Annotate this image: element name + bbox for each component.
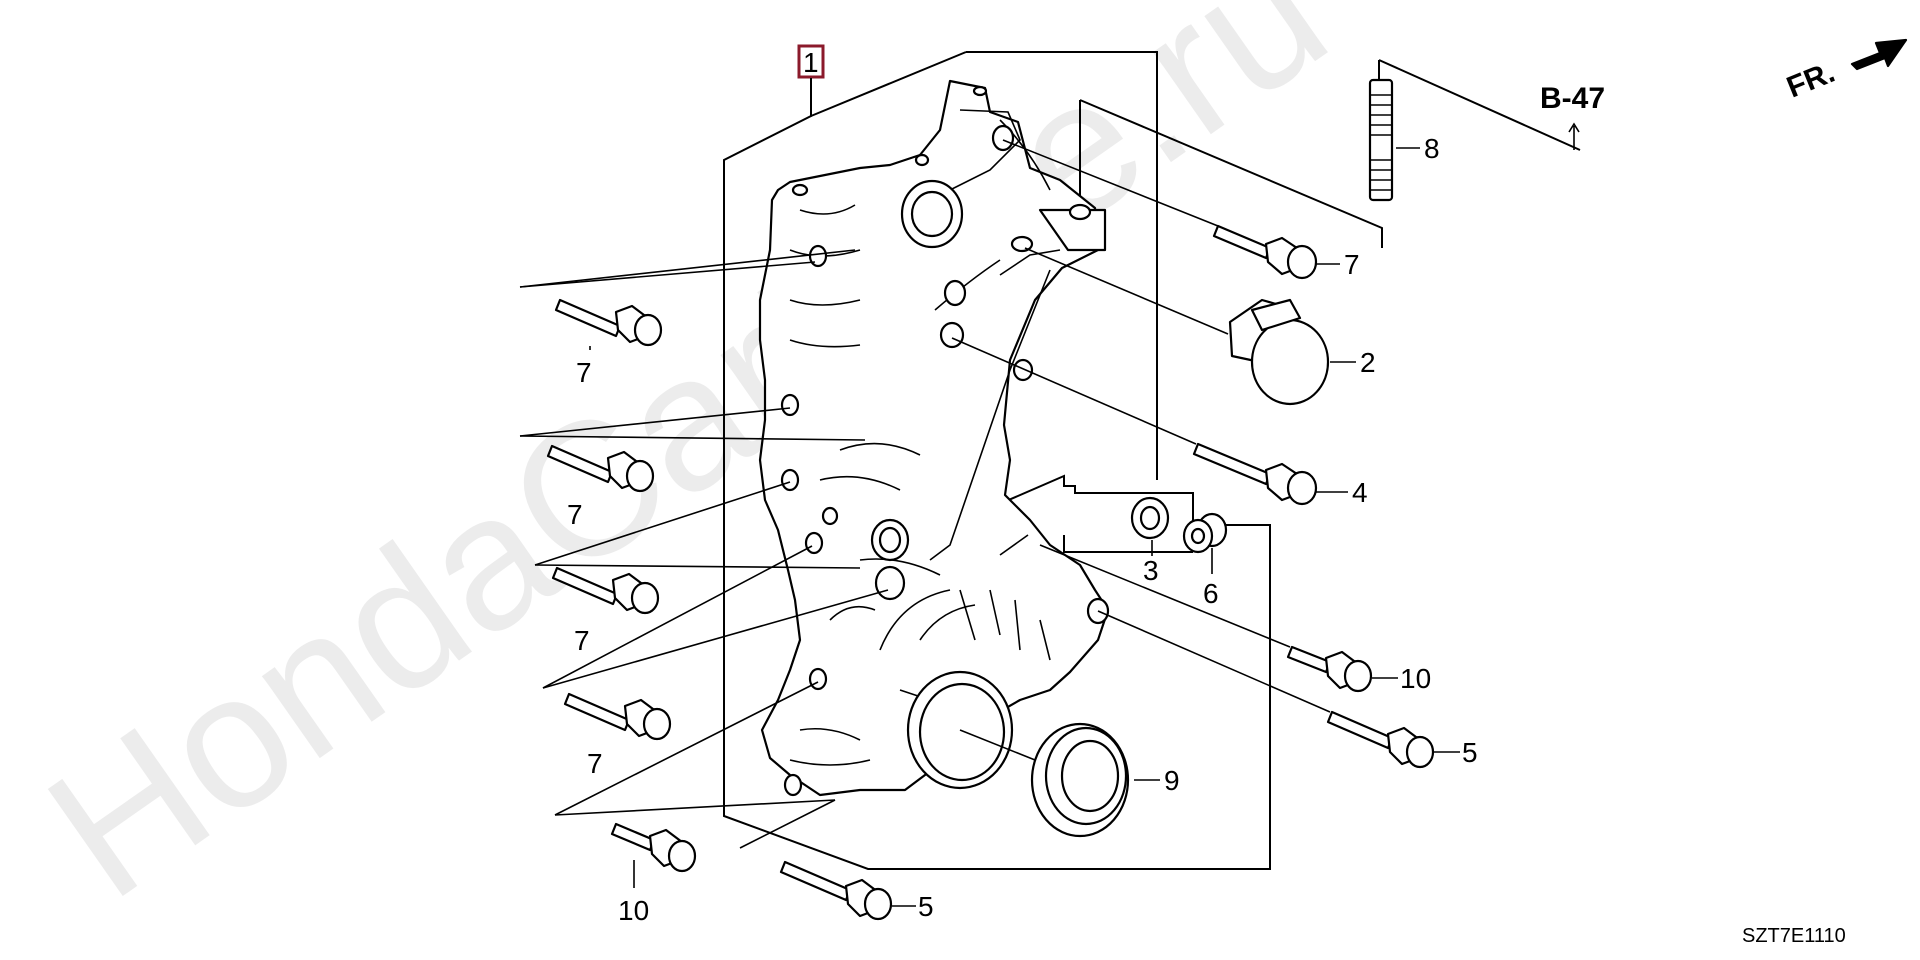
flange-bolt-5-bottom[interactable]: 5 xyxy=(779,860,934,922)
oil-seal-part-9[interactable]: 9 xyxy=(1030,722,1180,838)
reference-arrow-icon xyxy=(1568,122,1580,150)
callout-7-left-4[interactable]: 7 xyxy=(587,748,603,779)
callout-7-left-2[interactable]: 7 xyxy=(567,499,583,530)
washer-part-3[interactable]: 3 xyxy=(1130,496,1170,586)
flange-bolt-5-right[interactable]: 5 xyxy=(1326,710,1478,769)
callout-9[interactable]: 9 xyxy=(1164,765,1180,796)
plug-part-6[interactable]: 6 xyxy=(1182,512,1228,609)
callout-7-left-1[interactable]: 7 xyxy=(576,357,592,388)
main-part-number: 1 xyxy=(803,47,819,78)
callout-5-bottom[interactable]: 5 xyxy=(918,891,934,922)
front-arrow-icon xyxy=(1850,38,1908,71)
cap-part-2[interactable]: 2 xyxy=(1228,298,1376,406)
callout-10-bottom[interactable]: 10 xyxy=(618,895,649,926)
front-direction-indicator: FR. xyxy=(1782,38,1908,105)
leader-lines xyxy=(519,139,1331,849)
chain-case-cover[interactable] xyxy=(758,79,1110,797)
watermark: HondaCarMine.ru xyxy=(12,0,1362,939)
callout-3[interactable]: 3 xyxy=(1143,555,1159,586)
flange-bolt-7-upper-right[interactable]: 7 xyxy=(1212,224,1360,280)
flange-bolt-4[interactable]: 4 xyxy=(1192,442,1368,508)
front-label: FR. xyxy=(1782,56,1839,105)
flange-bolt-7-left-4[interactable]: 7 xyxy=(563,692,672,779)
callout-7-upper-right[interactable]: 7 xyxy=(1344,249,1360,280)
callout-8[interactable]: 8 xyxy=(1424,133,1440,164)
flange-bolt-10-right[interactable]: 10 xyxy=(1286,645,1431,694)
flange-bolt-7-left-2[interactable]: 7 xyxy=(546,444,655,530)
flange-bolt-10-bottom[interactable]: 10 xyxy=(610,822,697,926)
flange-bolt-7-left-3[interactable]: 7 xyxy=(551,566,660,656)
main-part-box[interactable]: 1 xyxy=(797,44,825,79)
callout-10-right[interactable]: 10 xyxy=(1400,663,1431,694)
flange-bolt-7-left-1[interactable]: 7 xyxy=(554,298,663,388)
callout-4[interactable]: 4 xyxy=(1352,477,1368,508)
callout-2[interactable]: 2 xyxy=(1360,347,1376,378)
callout-7-left-3[interactable]: 7 xyxy=(574,625,590,656)
callout-6[interactable]: 6 xyxy=(1203,578,1219,609)
reference-section-label[interactable]: B-47 xyxy=(1540,82,1605,115)
stud-bolt-part-8[interactable]: 8 xyxy=(1368,78,1440,202)
callout-5-right[interactable]: 5 xyxy=(1462,737,1478,768)
diagram-code: SZT7E1110 xyxy=(1742,925,1846,947)
oil-seal-upper-port xyxy=(900,179,964,249)
